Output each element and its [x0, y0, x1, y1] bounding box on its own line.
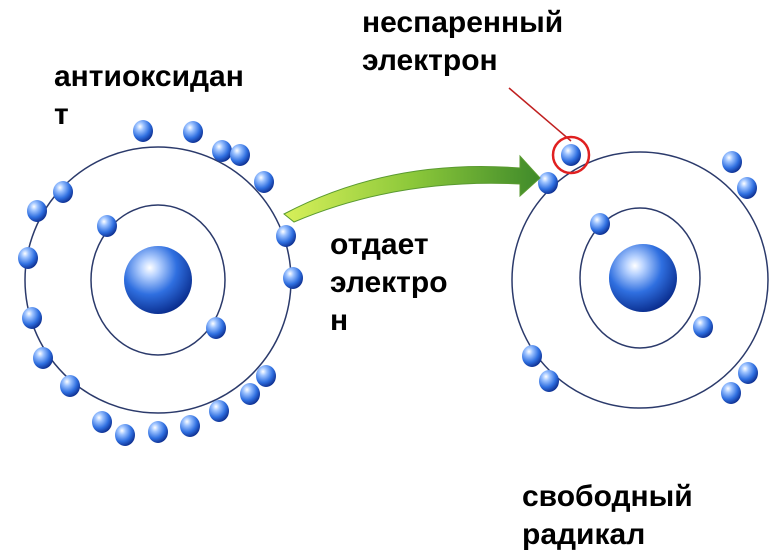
free-radical-electron [590, 213, 610, 235]
antioxidant-atom [18, 120, 303, 446]
antioxidant-electron [148, 421, 168, 443]
antioxidant-nucleus [124, 246, 192, 314]
free-radical-electron [722, 151, 742, 173]
antioxidant-electron [240, 383, 260, 405]
antioxidant-electron [230, 144, 250, 166]
unpaired-electron-pointer [508, 87, 572, 142]
antioxidant-electron [183, 121, 203, 143]
free-radical-outer-orbit [511, 151, 769, 409]
antioxidant-electrons [18, 120, 303, 446]
free-radical-electron [538, 172, 558, 194]
antioxidant-electron [92, 411, 112, 433]
unpaired-electron-marker [508, 87, 591, 175]
free-radical-electron [721, 382, 741, 404]
antioxidant-electron [283, 267, 303, 289]
antioxidant-electron [33, 347, 53, 369]
electron-transfer-arrow [283, 154, 541, 223]
free-radical-electron [539, 370, 559, 392]
donates-electron-label: отдает электро н [330, 228, 448, 337]
antioxidant-electron [180, 415, 200, 437]
free-radical-inner-orbit [579, 207, 701, 349]
antioxidant-inner-orbit [90, 204, 226, 356]
antioxidant-electron [115, 424, 135, 446]
free-radical-atom [511, 144, 769, 409]
unpaired-electron-label: неспаренный электрон [362, 6, 564, 77]
antioxidant-electron [53, 181, 73, 203]
free-radical-electron [522, 345, 542, 367]
antioxidant-electron [209, 400, 229, 422]
antioxidant-electron [206, 317, 226, 339]
free-radical-nucleus [609, 244, 677, 312]
antioxidant-electron [18, 247, 38, 269]
free-radical-electron [693, 316, 713, 338]
free-radical-electron [737, 177, 757, 199]
antioxidant-electron [22, 307, 42, 329]
antioxidant-electron [27, 200, 47, 222]
antioxidant-electron [212, 140, 232, 162]
antioxidant-electron [60, 375, 80, 397]
unpaired-electron-ring [551, 135, 591, 175]
antioxidant-electron [97, 215, 117, 237]
antioxidant-label: антиоксидан т [54, 60, 244, 131]
antioxidant-electron [256, 365, 276, 387]
antioxidant-electron [276, 225, 296, 247]
free-radical-label: свободный радикал [522, 480, 693, 551]
free-radical-electron [738, 362, 758, 384]
antioxidant-electron [133, 120, 153, 142]
free-radical-electron [561, 144, 581, 166]
antioxidant-electron [254, 171, 274, 193]
free-radical-electrons [522, 144, 758, 404]
